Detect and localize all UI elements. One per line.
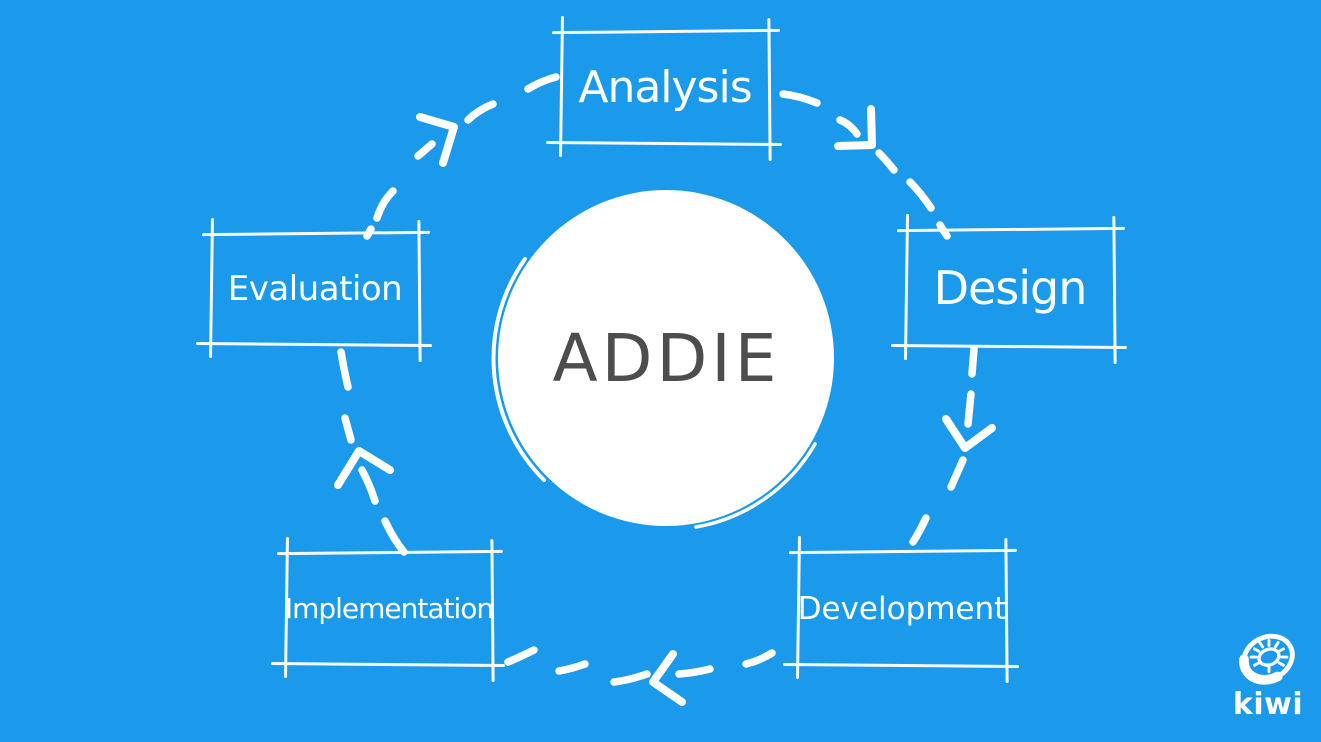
arrow-design-to-development xyxy=(909,345,996,546)
stage-label-implementation: Implementation xyxy=(284,592,494,625)
kiwi-fruit-icon xyxy=(1239,633,1295,685)
stage-box-analysis: Analysis xyxy=(545,15,783,162)
arrow-development-to-implementation xyxy=(504,646,776,706)
stage-box-implementation: Implementation xyxy=(270,536,506,683)
stage-box-development: Development xyxy=(782,535,1020,684)
stage-box-evaluation: Evaluation xyxy=(195,217,433,363)
stage-label-development: Development xyxy=(797,590,1007,627)
stage-box-design: Design xyxy=(890,213,1128,365)
center-label: ADDIE xyxy=(552,320,781,397)
stage-label-evaluation: Evaluation xyxy=(227,269,403,309)
kiwi-logo: kiwi xyxy=(1222,632,1314,734)
arrow-implementation-to-evaluation xyxy=(334,348,408,556)
stage-label-analysis: Analysis xyxy=(578,62,752,113)
stage-label-design: Design xyxy=(933,261,1088,315)
kiwi-logo-text: kiwi xyxy=(1232,687,1304,722)
